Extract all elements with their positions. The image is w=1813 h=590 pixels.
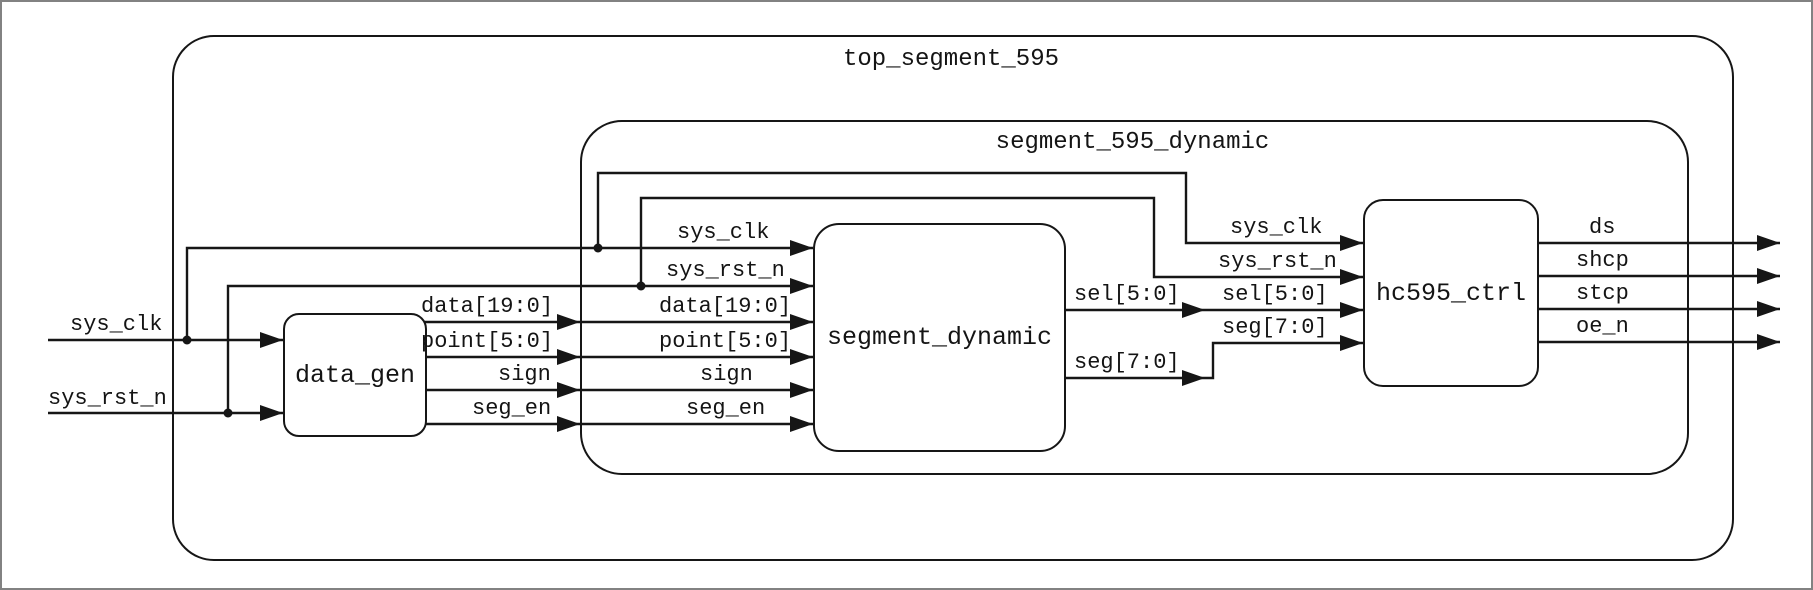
port-label-sys-clk-segment: sys_clk bbox=[677, 220, 770, 245]
port-label-sel-left: sel[5:0] bbox=[1074, 282, 1180, 307]
port-label-point-outer: point[5:0] bbox=[421, 329, 554, 354]
block-data-gen: data_gen bbox=[283, 313, 427, 437]
port-label-data-outer: data[19:0] bbox=[421, 294, 554, 319]
block-hc595-ctrl: hc595_ctrl bbox=[1363, 199, 1539, 387]
port-label-sys-rst-n-hc595: sys_rst_n bbox=[1218, 249, 1337, 274]
net-sys-rst-n bbox=[48, 196, 1363, 421]
output-label-oe-n: oe_n bbox=[1576, 314, 1629, 339]
net-point bbox=[423, 349, 813, 365]
port-label-sign-outer: sign bbox=[498, 362, 551, 387]
net-data bbox=[423, 314, 813, 330]
port-label-seg-en-segment: seg_en bbox=[686, 396, 766, 421]
port-label-sys-clk-hc595: sys_clk bbox=[1230, 215, 1323, 240]
port-label-point-segment: point[5:0] bbox=[659, 329, 792, 354]
input-label-sys-rst-n: sys_rst_n bbox=[48, 386, 167, 411]
net-sign bbox=[423, 382, 813, 398]
port-label-data-segment: data[19:0] bbox=[659, 294, 792, 319]
net-oe-n bbox=[1535, 334, 1780, 350]
port-label-seg-right: seg[7:0] bbox=[1222, 315, 1328, 340]
submodule-boundary bbox=[580, 120, 1689, 475]
output-label-shcp: shcp bbox=[1576, 248, 1629, 273]
port-label-sel-right: sel[5:0] bbox=[1222, 282, 1328, 307]
submodule-title: segment_595_dynamic bbox=[995, 129, 1270, 156]
block-segment-dynamic: segment_dynamic bbox=[813, 223, 1066, 452]
net-seg bbox=[1062, 335, 1363, 386]
net-seg-en bbox=[423, 416, 813, 432]
block-hc595-ctrl-label: hc595_ctrl bbox=[1375, 278, 1527, 308]
block-segment-dynamic-label: segment_dynamic bbox=[826, 323, 1053, 352]
output-label-stcp: stcp bbox=[1576, 281, 1629, 306]
top-module-title: top_segment_595 bbox=[842, 46, 1060, 73]
net-shcp bbox=[1535, 268, 1780, 284]
top-module-boundary bbox=[172, 35, 1734, 561]
block-data-gen-label: data_gen bbox=[294, 360, 416, 390]
net-stcp bbox=[1535, 301, 1780, 317]
port-label-sign-segment: sign bbox=[700, 362, 753, 387]
net-ds bbox=[1535, 235, 1780, 251]
port-label-seg-left: seg[7:0] bbox=[1074, 350, 1180, 375]
input-label-sys-clk: sys_clk bbox=[70, 312, 163, 337]
net-sys-clk bbox=[48, 171, 1363, 348]
net-sel bbox=[1062, 302, 1363, 318]
port-label-seg-en-outer: seg_en bbox=[472, 396, 552, 421]
port-label-sys-rst-n-segment: sys_rst_n bbox=[666, 258, 785, 283]
output-label-ds: ds bbox=[1589, 215, 1616, 240]
